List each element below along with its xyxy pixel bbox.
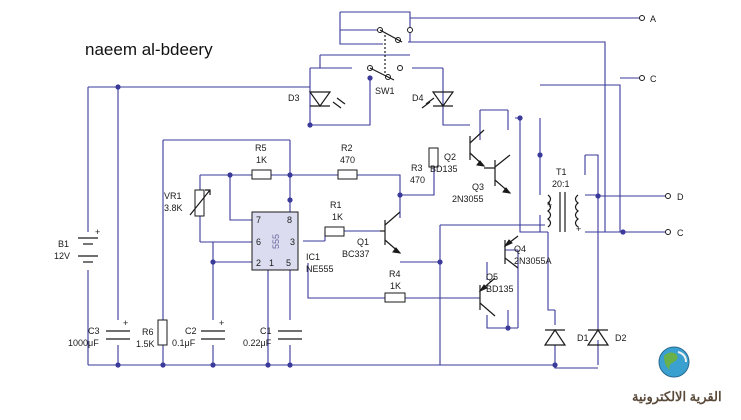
terminal-d: D	[665, 192, 684, 202]
r2-ref: R2	[341, 143, 353, 153]
ic1-pin-8: 8	[287, 215, 292, 225]
ic1-pin-1: 1	[269, 258, 274, 268]
transistor-q3: Q3 2N3055	[452, 154, 512, 204]
ic1-ref: IC1	[306, 252, 320, 262]
r3-ref: R3	[411, 163, 423, 173]
d1-label: D1	[577, 333, 589, 343]
transistor-q1: Q1 BC337	[342, 211, 402, 259]
c3-plus: +	[123, 318, 128, 328]
diode-d1: D1	[543, 328, 589, 346]
t1-plus-secondary: +	[576, 224, 581, 234]
c2-value: 0.1μF	[172, 338, 196, 348]
capacitor-c3: + C3 1000μF	[68, 318, 130, 348]
ic1-555: 555 7 6 2 8 3 1 5 IC1 NE555	[251, 211, 334, 274]
junctions	[115, 75, 626, 368]
r2-value: 470	[340, 155, 355, 165]
ic1-pin-2: 2	[256, 258, 261, 268]
t1-ref: T1	[556, 167, 567, 177]
terminal-d-label: D	[677, 192, 684, 202]
q1-ref: Q1	[357, 237, 369, 247]
author-title: naeem al-bdeery	[85, 40, 213, 59]
ic1-pin-5: 5	[286, 258, 291, 268]
terminal-c-top: C	[639, 74, 657, 84]
ic1-pin-7: 7	[256, 215, 261, 225]
transformer-t1: T1 20:1 + +	[547, 167, 581, 234]
resistor-r6: R6 1.5K	[136, 319, 168, 349]
terminal-a: A	[610, 14, 656, 24]
q2-value: BD135	[430, 164, 458, 174]
c1-ref: C1	[260, 326, 272, 336]
resistor-r2: R2 470	[337, 143, 358, 180]
r1-ref: R1	[330, 200, 342, 210]
battery-b1: + B1 12V	[54, 227, 100, 263]
q4-value: 2N3055A	[514, 256, 552, 266]
vr1-ref: VR1	[164, 191, 182, 201]
led-d4: D4	[412, 91, 455, 109]
b1-value: 12V	[54, 251, 70, 261]
d4-label: D4	[412, 93, 424, 103]
resistor-r3: R3 470	[410, 147, 439, 185]
vr1-value: 3.8K	[164, 203, 183, 213]
resistor-r1: R1 1K	[324, 200, 345, 237]
terminal-c-bottom-label: C	[677, 228, 684, 238]
wires	[87, 11, 666, 369]
r4-value: 1K	[390, 281, 401, 291]
c2-ref: C2	[185, 326, 197, 336]
q5-value: BD135	[486, 284, 514, 294]
capacitor-c2: + C2 0.1μF	[172, 318, 225, 348]
r1-value: 1K	[332, 212, 343, 222]
c3-ref: C3	[88, 326, 100, 336]
resistor-r5: R5 1K	[251, 143, 272, 180]
terminal-a-label: A	[650, 14, 656, 24]
r3-value: 470	[410, 175, 425, 185]
watermark-text: القرية الالكترونية	[632, 389, 722, 405]
t1-plus-primary: +	[547, 200, 552, 210]
transistor-q5: Q5 BD135	[478, 272, 514, 317]
switch-sw1: SW1	[367, 27, 413, 96]
terminal-c-bottom: C	[665, 228, 684, 238]
d2-label: D2	[615, 333, 627, 343]
r6-ref: R6	[142, 327, 154, 337]
b1-ref: B1	[58, 239, 69, 249]
capacitor-c1: C1 0.22μF	[243, 326, 302, 348]
terminal-c-top-label: C	[650, 74, 657, 84]
q5-ref: Q5	[486, 272, 498, 282]
watermark-logo: القرية الالكترونية	[632, 346, 722, 405]
c1-value: 0.22μF	[243, 338, 272, 348]
c3-value: 1000μF	[68, 338, 99, 348]
ic1-value: NE555	[306, 264, 334, 274]
diode-d2: D2	[586, 328, 627, 346]
r5-ref: R5	[255, 143, 267, 153]
ic1-pin-3: 3	[290, 237, 295, 247]
r5-value: 1K	[256, 155, 267, 165]
transistor-q4: Q4 2N3055A	[503, 235, 552, 269]
q3-ref: Q3	[472, 182, 484, 192]
r6-value: 1.5K	[136, 339, 155, 349]
led-d3: D3	[288, 91, 346, 109]
r4-ref: R4	[389, 269, 401, 279]
q4-ref: Q4	[514, 244, 526, 254]
q3-value: 2N3055	[452, 194, 484, 204]
b1-plus: +	[95, 227, 100, 237]
q2-ref: Q2	[444, 152, 456, 162]
q1-value: BC337	[342, 249, 370, 259]
d3-label: D3	[288, 93, 300, 103]
resistor-r4: R4 1K	[384, 269, 406, 303]
transistor-q2: Q2 BD135	[430, 129, 486, 174]
ic1-pin-6: 6	[256, 237, 261, 247]
sw1-label: SW1	[375, 86, 395, 96]
c2-plus: +	[219, 318, 224, 328]
t1-value: 20:1	[552, 179, 570, 189]
potentiometer-vr1: VR1 3.8K	[164, 189, 211, 217]
ic1-chip-label: 555	[271, 234, 281, 249]
